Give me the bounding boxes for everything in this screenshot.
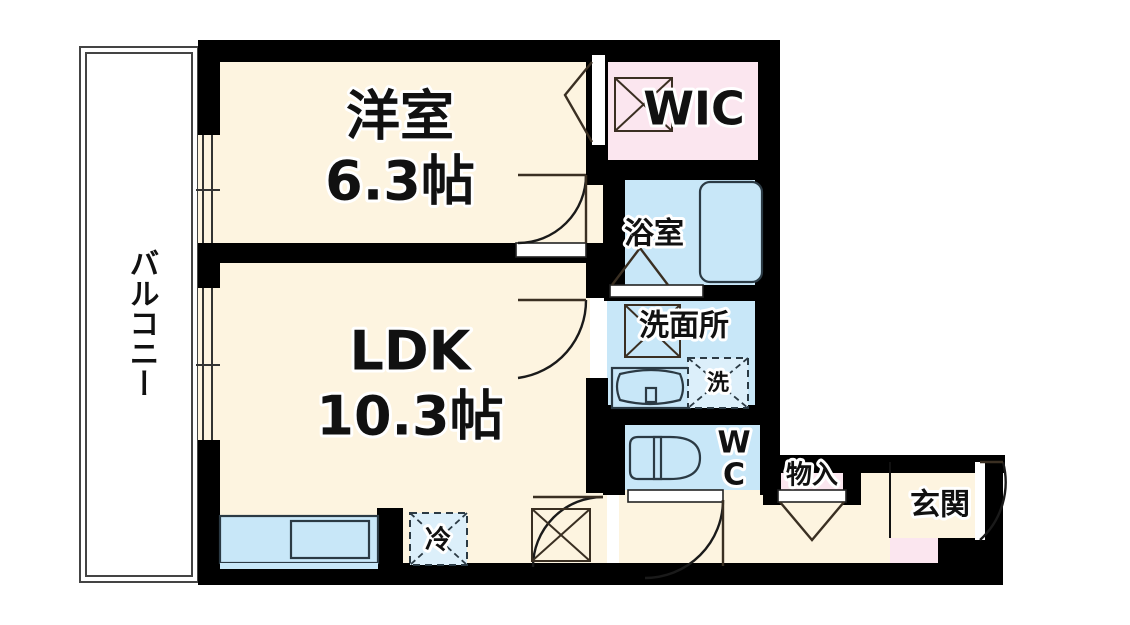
washroom-door[interactable] (597, 306, 605, 370)
wall-right-ldk-a (586, 243, 608, 298)
wic-label: WIC (643, 82, 745, 136)
fridge-space: 冷 (409, 512, 468, 566)
balcony-area: バルコニー (79, 46, 199, 583)
washroom-marker (624, 304, 681, 358)
wic-fill (607, 42, 770, 164)
fridge-x1 (409, 512, 468, 566)
fridge-label: 冷 (425, 525, 451, 556)
bath-door[interactable] (609, 246, 704, 298)
wic-folding-door-leaf (563, 61, 594, 143)
front-door-opening (975, 462, 985, 540)
bathtub (698, 180, 764, 284)
wall-bedroom-ldk (198, 243, 603, 263)
wc-label-top: W (717, 426, 750, 461)
washer-space: 洗 (687, 357, 749, 409)
hallway-door-arc (531, 495, 604, 568)
wall-washroom-wc (603, 405, 778, 425)
hallway-ldk-door[interactable] (531, 495, 619, 568)
wall-storage-right (843, 455, 861, 505)
wic-door-opening (592, 55, 605, 145)
washer-x1 (687, 357, 749, 409)
vanity-sink (610, 366, 692, 410)
washroom-box (624, 304, 681, 358)
bath-folding-door-leaf (611, 246, 669, 286)
washer-x2 (687, 357, 749, 409)
kitchen-counter (218, 514, 380, 569)
windows (196, 135, 220, 440)
bedroom-door-arc (517, 174, 588, 245)
fridge-x2 (409, 512, 468, 566)
wc-door[interactable] (627, 489, 725, 580)
wall-wet-left-b (603, 405, 625, 495)
ldk-closet-box (531, 508, 591, 562)
storage-label: 物入 (786, 461, 838, 491)
wall-kitchen-left-stub (198, 508, 220, 565)
bedroom-door-sill (515, 242, 587, 258)
washroom-label: 洗面所 (639, 309, 729, 344)
wall-entrance-corner (938, 538, 975, 585)
kitchen-sink (289, 519, 371, 560)
ldk-door-arc (517, 299, 588, 380)
sink-drain (644, 386, 658, 404)
bedroom-fill (198, 40, 603, 255)
wic-box (614, 77, 673, 132)
room-labels: 洋室 6.3帖 LDK 10.3帖 WIC 浴室 洗面所 W C 物入 玄関 (313, 79, 973, 526)
balcony-label: バルコニー (124, 248, 159, 398)
washroom-door-gap (597, 306, 605, 370)
wall-bottom-hall (603, 563, 975, 585)
balcony-inner-outline (85, 52, 193, 577)
washroom-x2 (624, 304, 681, 358)
kitchen-counter-top (218, 514, 380, 565)
toilet (628, 435, 702, 481)
front-door-arc (979, 461, 1007, 541)
bath-door-sill (609, 284, 704, 298)
bedroom-size-label: 6.3帖 (325, 150, 475, 213)
ldk-size-label: 10.3帖 (316, 385, 503, 448)
wic-door[interactable] (563, 55, 605, 145)
wall-wet-left-a (603, 160, 625, 300)
entrance-front-door[interactable] (889, 460, 1007, 541)
washer-label: 洗 (707, 371, 729, 396)
ldk-closet (531, 508, 591, 562)
storage-door[interactable] (777, 489, 847, 542)
ldk-name-label: LDK (349, 320, 472, 383)
wc-label-bottom: C (723, 458, 745, 493)
bath-label: 浴室 (624, 217, 684, 252)
wall-top (198, 40, 778, 62)
storage-door-sill (777, 489, 847, 503)
bathtub-shape (698, 180, 764, 284)
wic-closet-marker (614, 77, 673, 132)
toilet-tank (652, 435, 663, 481)
bedroom-name-label: 洋室 (346, 85, 454, 148)
ldk-closet-x2 (531, 508, 591, 562)
wall-wic-bath (603, 160, 778, 180)
wc-door-sill (627, 489, 724, 503)
wall-storage-left (763, 455, 781, 505)
wall-kitchen-stub (377, 508, 403, 565)
entrance-label: 玄関 (910, 488, 970, 523)
wall-left-upper (198, 40, 220, 135)
sink-basin (615, 368, 685, 406)
bedroom-door[interactable] (515, 173, 588, 258)
kitchen-counter-edge (220, 563, 378, 569)
wic-x2 (614, 77, 673, 132)
hallway-door-opening (607, 495, 619, 563)
wall-corridor-top (760, 455, 1005, 473)
wall-wet-right-upper (758, 40, 780, 190)
wall-right-ldk-b (586, 378, 608, 493)
storage-folding-door-leaf (779, 501, 845, 542)
wc-door-arc (644, 499, 725, 580)
